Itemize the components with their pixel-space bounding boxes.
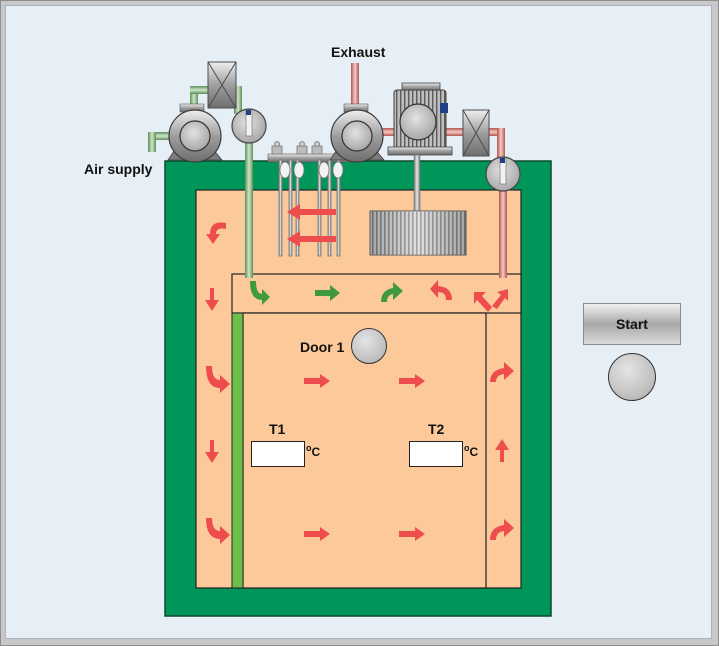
air-supply-label: Air supply [84, 161, 153, 177]
arrow-icon [287, 204, 336, 247]
start-button[interactable]: Start [583, 303, 681, 345]
exhaust-label: Exhaust [331, 44, 386, 60]
door-status-lamp [351, 328, 387, 364]
t2-readout [409, 441, 463, 467]
filter-icon [207, 61, 237, 109]
t1-unit: oC [306, 443, 321, 459]
arrow-icon [250, 280, 508, 312]
motor-icon [387, 82, 453, 214]
valve-icon [485, 156, 521, 192]
arrow-icon [205, 222, 230, 544]
heater-element-icon [271, 141, 344, 257]
fan-icon [329, 103, 385, 163]
t2-label: T2 [428, 421, 445, 437]
fan-icon [167, 103, 223, 163]
arrow-icon [490, 362, 514, 540]
door-strip [231, 312, 244, 589]
valve-icon [231, 108, 267, 144]
arrow-icon [304, 374, 425, 541]
t2-unit: oC [464, 443, 479, 459]
t1-readout [251, 441, 305, 467]
start-status-lamp [608, 353, 656, 401]
t1-label: T1 [269, 421, 286, 437]
impeller-icon [369, 210, 467, 256]
filter-icon [462, 109, 490, 157]
door-label: Door 1 [300, 339, 345, 355]
